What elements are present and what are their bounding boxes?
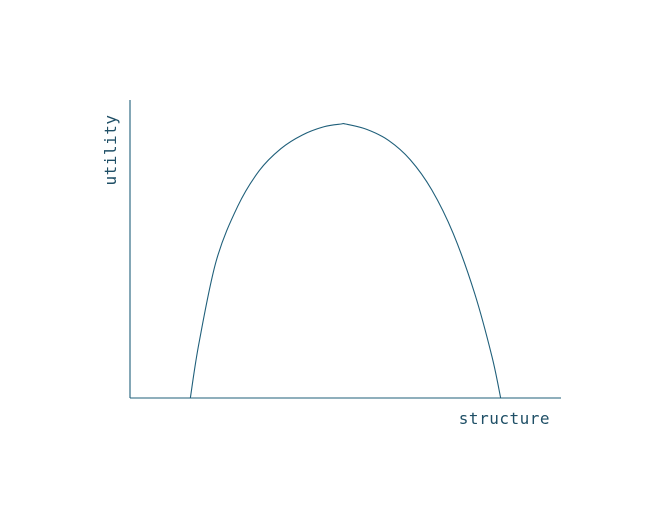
x-axis-label: structure xyxy=(459,409,550,428)
utility-curve xyxy=(189,122,502,399)
y-axis-label: utility xyxy=(101,115,120,186)
